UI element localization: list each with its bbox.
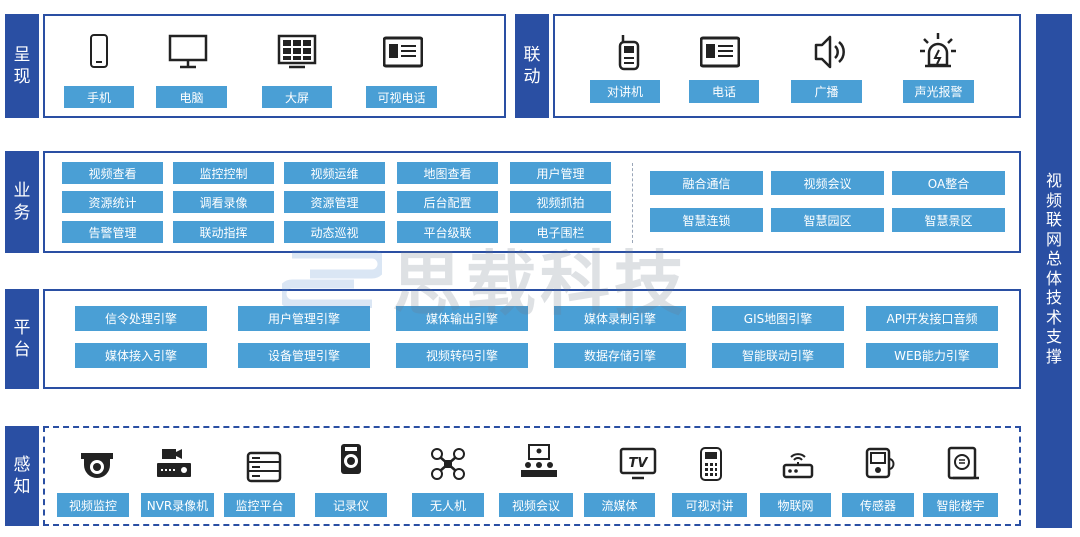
sensing-item: 视频会议 [499,493,573,517]
linkage-item-phone: 电话 [689,80,759,103]
monitor-icon [168,33,208,71]
platform-engine: API开发接口音频 [866,306,998,331]
sensing-item: 可视对讲 [672,493,747,517]
business-item: 后台配置 [397,191,498,213]
present-item-videophone: 可视电话 [366,86,437,108]
sensing-item: 视频监控 [57,493,129,517]
sensing-item: 无人机 [412,493,484,517]
platform-engine: 媒体录制引擎 [554,306,686,331]
videophone-icon [383,33,423,71]
business-label: 业务 [5,151,39,253]
business-extension-item: 融合通信 [650,171,763,195]
sensing-item: NVR录像机 [141,493,214,517]
business-extension-item: 智慧景区 [892,208,1005,232]
platform-engine: 媒体接入引擎 [75,343,207,368]
nvr-icon [154,445,194,483]
svg-text:TV: TV [629,456,649,471]
dome-camera-icon [77,445,117,483]
business-item: 调看录像 [173,191,274,213]
sensor-icon [859,445,899,483]
business-item: 监控控制 [173,162,274,184]
sensing-item: 物联网 [760,493,831,517]
business-item: 视频抓拍 [510,191,611,213]
router-icon [778,445,818,483]
phone-icon [79,33,119,71]
telephone-icon [700,33,740,71]
business-item: 动态巡视 [284,221,385,243]
platform-engine: 媒体输出引擎 [396,306,528,331]
present-item-phone: 手机 [64,86,134,108]
sensing-item: 流媒体 [584,493,655,517]
business-divider [632,163,633,243]
building-icon [943,445,983,483]
business-item: 视频查看 [62,162,163,184]
platform-engine: 信令处理引擎 [75,306,207,331]
linkage-item-alarm: 声光报警 [903,80,974,103]
videowall-icon [277,33,317,71]
business-item: 用户管理 [510,162,611,184]
right-banner-text: 视频联网总体技术支撑 [1045,171,1062,366]
business-item: 视频运维 [284,162,385,184]
body-camera-icon [331,442,371,480]
sensing-label: 感知 [5,426,39,526]
conference-icon [519,442,559,480]
tv-icon: TV [618,445,658,483]
sensing-item: 记录仪 [315,493,387,517]
present-label: 呈现 [5,14,39,118]
business-extension-item: 智慧园区 [771,208,884,232]
business-extension-item: OA整合 [892,171,1005,195]
platform-engine: 数据存储引擎 [554,343,686,368]
linkage-label: 联动 [515,14,549,118]
platform-engine: 视频转码引擎 [396,343,528,368]
linkage-item-walkie: 对讲机 [590,80,660,103]
business-extension-item: 视频会议 [771,171,884,195]
platform-engine: GIS地图引擎 [712,306,844,331]
platform-engine: WEB能力引擎 [866,343,998,368]
sensing-item: 传感器 [842,493,914,517]
alarm-light-icon [918,31,958,69]
sensing-item: 监控平台 [224,493,295,517]
business-item: 地图查看 [397,162,498,184]
walkie-talkie-icon [609,33,649,71]
business-item: 电子围栏 [510,221,611,243]
business-extension-item: 智慧连锁 [650,208,763,232]
platform-engine: 智能联动引擎 [712,343,844,368]
server-icon [244,448,284,486]
platform-frame [43,289,1021,389]
business-item: 告警管理 [62,221,163,243]
present-item-computer: 电脑 [156,86,227,108]
platform-label: 平台 [5,289,39,389]
drone-icon [428,445,468,483]
speaker-icon [807,33,847,71]
business-item: 平台级联 [397,221,498,243]
intercom-icon [691,445,731,483]
linkage-item-broadcast: 广播 [791,80,862,103]
business-item: 联动指挥 [173,221,274,243]
present-item-bigscreen: 大屏 [262,86,332,108]
sensing-item: 智能楼宇 [923,493,998,517]
business-item: 资源管理 [284,191,385,213]
platform-engine: 用户管理引擎 [238,306,370,331]
business-item: 资源统计 [62,191,163,213]
platform-engine: 设备管理引擎 [238,343,370,368]
right-banner [1036,14,1072,528]
